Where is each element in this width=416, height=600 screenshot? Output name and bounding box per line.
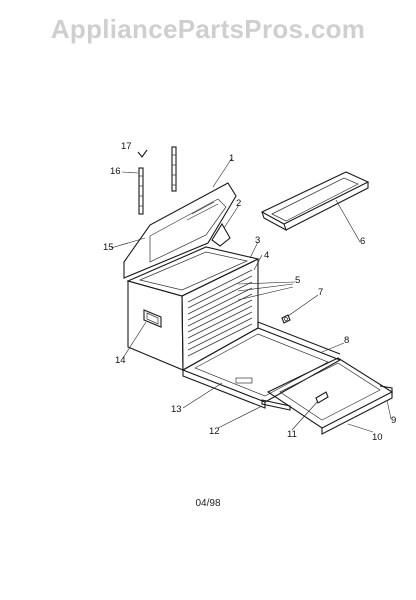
callout-16: 16: [110, 166, 121, 177]
part-2-lid-support: [211, 222, 231, 247]
callout-10: 10: [372, 432, 383, 443]
callout-6: 6: [360, 236, 366, 247]
part-6-tray: [260, 171, 370, 232]
callout-7: 7: [318, 287, 324, 298]
leader-lines: [110, 157, 392, 433]
callout-8: 8: [344, 335, 350, 346]
callout-4: 4: [264, 250, 270, 261]
callout-12: 12: [209, 426, 220, 437]
callout-15: 15: [103, 242, 114, 253]
callout-14: 14: [115, 355, 126, 366]
callout-2: 2: [236, 198, 242, 209]
part-10-drawer: [257, 321, 394, 435]
part-15-lid: [123, 182, 237, 279]
callout-5: 5: [295, 275, 301, 286]
callout-1: 1: [229, 153, 235, 164]
part-12-rail: [261, 399, 291, 411]
callout-9: 9: [391, 415, 397, 426]
chest-body: [126, 246, 260, 371]
site-watermark: AppliancePartsPros.com: [50, 14, 366, 44]
callout-3: 3: [255, 235, 261, 246]
part-17-clip: [137, 149, 148, 158]
part-7-fastener: [281, 314, 291, 324]
date-code: 04/98: [195, 498, 221, 509]
callout-17: 17: [121, 141, 132, 152]
callout-13: 13: [171, 404, 182, 415]
callout-11: 11: [287, 429, 297, 440]
part-16-rails: [138, 146, 177, 215]
